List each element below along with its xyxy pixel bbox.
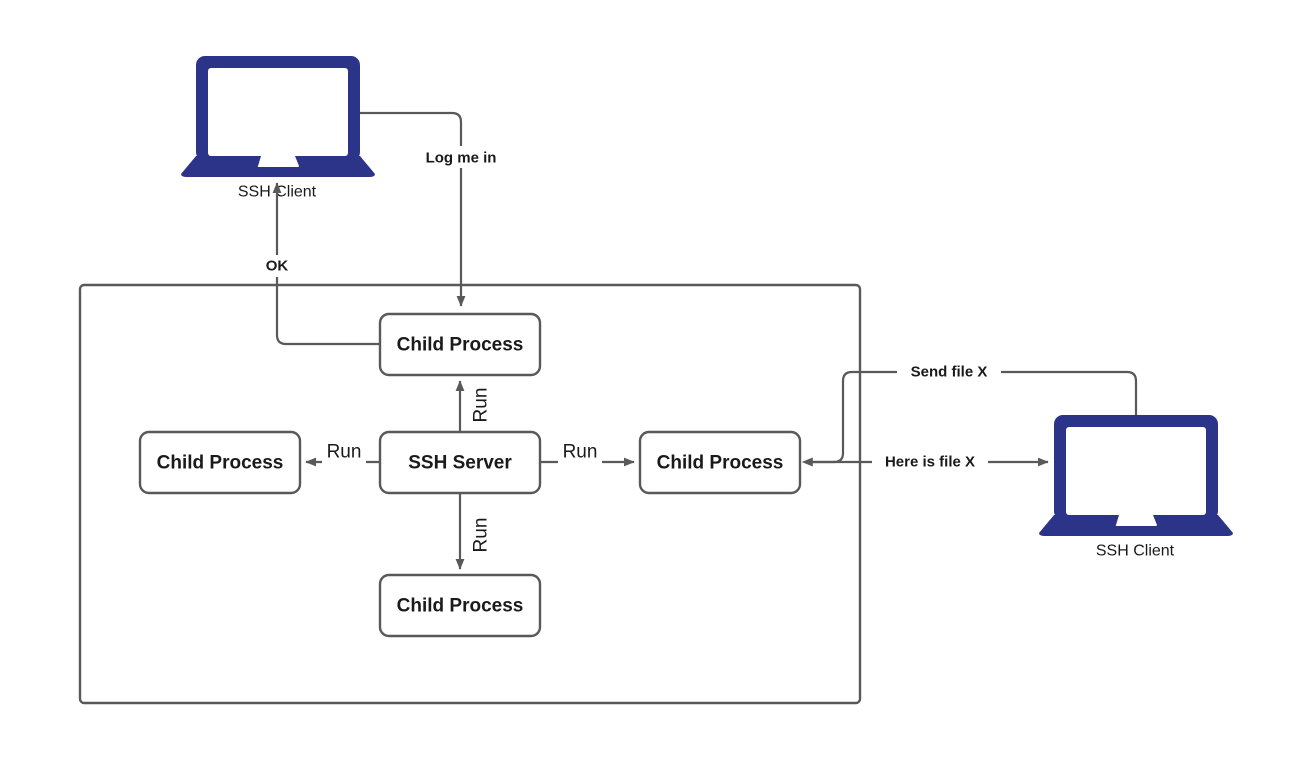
- node-label: Child Process: [657, 453, 784, 474]
- edge-label-run-right: Run: [563, 442, 598, 463]
- label-bg-ok: [259, 255, 295, 277]
- edge-log-me-in: [360, 111, 466, 307]
- ssh-client-left-laptop: [181, 56, 375, 177]
- edge-label-run-top: Run: [471, 388, 492, 423]
- node-box: [378, 573, 542, 638]
- node-child-process-left[interactable]: Child Process: [138, 430, 302, 495]
- edge-label-ok: OK: [266, 258, 289, 275]
- node-label: Child Process: [397, 335, 524, 356]
- laptop-notch: [1115, 515, 1157, 526]
- node-label: Child Process: [397, 596, 524, 617]
- node-child-process-right[interactable]: Child Process: [638, 430, 802, 495]
- edge-label-here-is-file-x: Here is file X: [885, 454, 975, 471]
- label-bg-send-file-x: [897, 362, 1001, 383]
- laptop-screen-inner: [1066, 427, 1206, 515]
- node-ssh-server[interactable]: SSH Server: [378, 430, 542, 495]
- ssh-host-boundary: [78, 283, 862, 705]
- node-box: [378, 312, 542, 377]
- ssh-client-right-caption: SSH Client: [1096, 543, 1175, 560]
- node-box: [138, 430, 302, 495]
- edge-label-log-me-in: Log me in: [426, 150, 497, 167]
- label-bg-run-top: [468, 386, 492, 424]
- edge-label-run-left: Run: [327, 442, 362, 463]
- node-box: [638, 430, 802, 495]
- ssh-client-right-laptop: [1039, 415, 1233, 536]
- node-label: SSH Server: [408, 453, 512, 474]
- node-child-process-bottom[interactable]: Child Process: [378, 573, 542, 638]
- node-box: [378, 430, 542, 495]
- edge-label-run-bottom: Run: [471, 518, 492, 553]
- label-bg-run-right: [558, 440, 602, 464]
- label-bg-run-bottom: [468, 516, 492, 554]
- node-label: Child Process: [157, 453, 284, 474]
- label-bg-here-is-file-x: [872, 452, 988, 473]
- label-bg-log-me-in: [414, 146, 508, 168]
- label-bg-run-left: [322, 440, 366, 464]
- laptop-screen-inner: [208, 68, 348, 156]
- edge-label-send-file-x: Send file X: [911, 364, 988, 381]
- node-child-process-top[interactable]: Child Process: [378, 312, 542, 377]
- edge-ok: [272, 182, 380, 346]
- laptop-notch: [257, 156, 299, 167]
